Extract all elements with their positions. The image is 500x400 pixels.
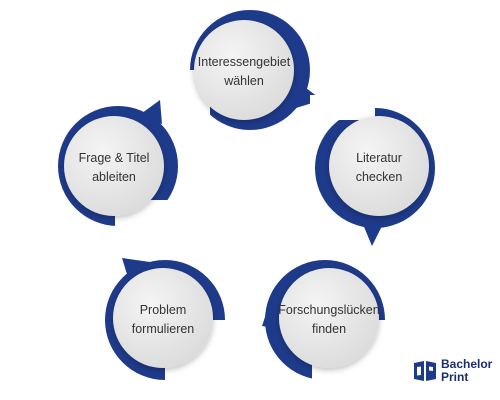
brand-name: Bachelor Print — [441, 358, 492, 383]
step-4-label-line2: formulieren — [131, 322, 195, 336]
step-3-circle — [279, 268, 379, 368]
step-5-label: Frage & Titel ableiten — [60, 149, 168, 187]
brand-line1: Bachelor — [441, 357, 493, 371]
step-5-label-line2: ableiten — [92, 170, 136, 184]
step-2-arrow-icon — [362, 222, 384, 246]
brand-line2: Print — [441, 369, 469, 384]
step-1-node — [185, 10, 322, 135]
step-1-circle — [194, 20, 294, 120]
step-5-node — [58, 100, 180, 240]
bachelorprint-logo: Bachelor Print — [413, 357, 493, 387]
step-2-label: Literatur checken — [325, 149, 433, 187]
step-2-circle — [329, 116, 429, 216]
step-2-ring-gap — [310, 95, 375, 120]
step-3-label-line2: finden — [311, 322, 347, 336]
step-4-arrow-icon — [122, 258, 150, 284]
step-3-label-line1: Forschungslücken — [278, 303, 380, 317]
step-2-label-line2: checken — [355, 170, 403, 184]
step-1-label-line1: Interessengebiet — [197, 55, 291, 69]
book-icon — [414, 361, 436, 381]
step-4-circle — [113, 268, 213, 368]
step-1-label: Interessengebiet wählen — [190, 53, 298, 91]
step-3-node — [262, 260, 387, 385]
step-4-label-line1: Problem — [139, 303, 187, 317]
step-3-label: Forschungslücken finden — [275, 301, 383, 339]
step-2-node — [310, 95, 435, 246]
step-5-arrow-icon — [138, 100, 162, 124]
step-1-label-line2: wählen — [224, 74, 264, 88]
step-5-circle — [64, 116, 164, 216]
step-4-label: Problem formulieren — [109, 301, 217, 339]
step-5-label-line1: Frage & Titel — [78, 151, 150, 165]
step-2-label-line1: Literatur — [356, 151, 402, 165]
step-4-node — [105, 258, 230, 385]
